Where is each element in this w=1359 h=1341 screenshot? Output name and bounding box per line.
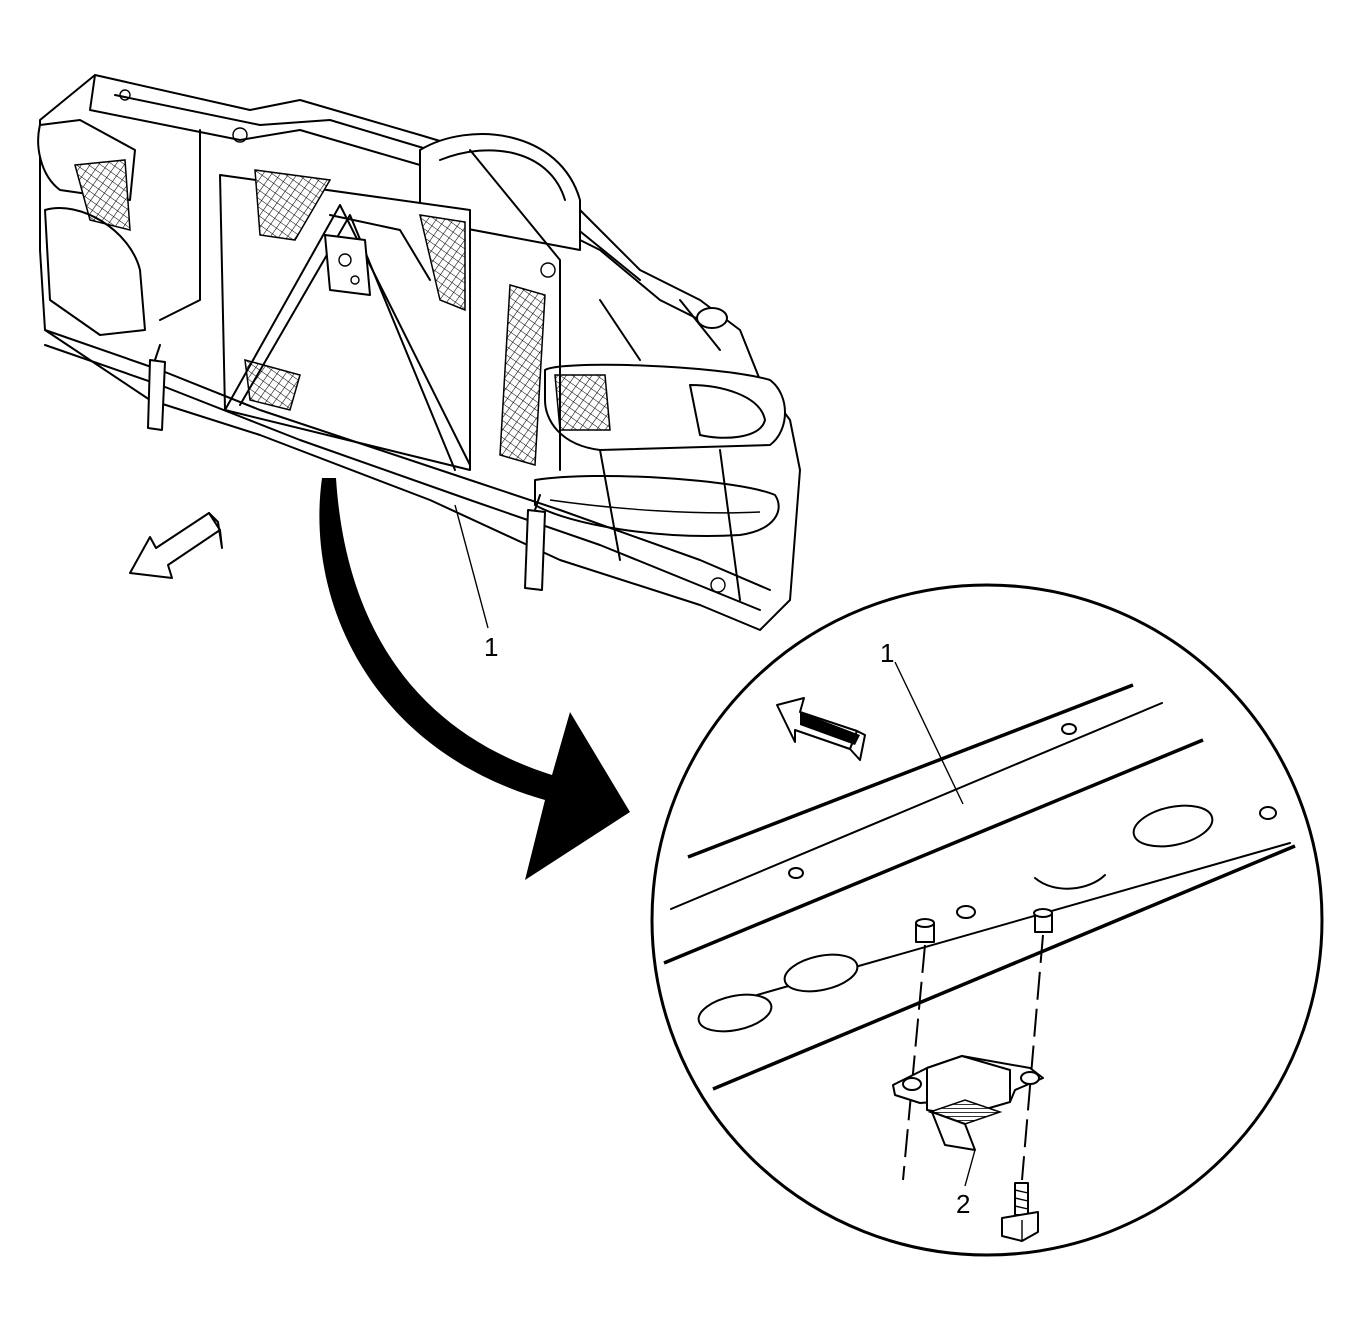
- front-of-vehicle-arrow: [129, 512, 223, 579]
- front-end-assembly-illustration: [37, 74, 801, 631]
- leader-line-sensor: [964, 1149, 976, 1187]
- callout-label-frame-detail: 1: [880, 638, 894, 668]
- detail-view: [650, 583, 1324, 1257]
- fastener-bolt: [1001, 1182, 1039, 1242]
- detail-circle: [650, 583, 1324, 1257]
- callout-label-sensor: 2: [956, 1189, 970, 1219]
- leader-line-frame-detail: [894, 661, 964, 805]
- front-impact-sensor: [892, 1055, 1044, 1151]
- detail-view-arrow: [319, 478, 630, 880]
- callout-label-frame-overview: 1: [484, 632, 498, 662]
- front-of-vehicle-arrow: [776, 697, 866, 761]
- leader-line-frame-overview: [454, 504, 489, 629]
